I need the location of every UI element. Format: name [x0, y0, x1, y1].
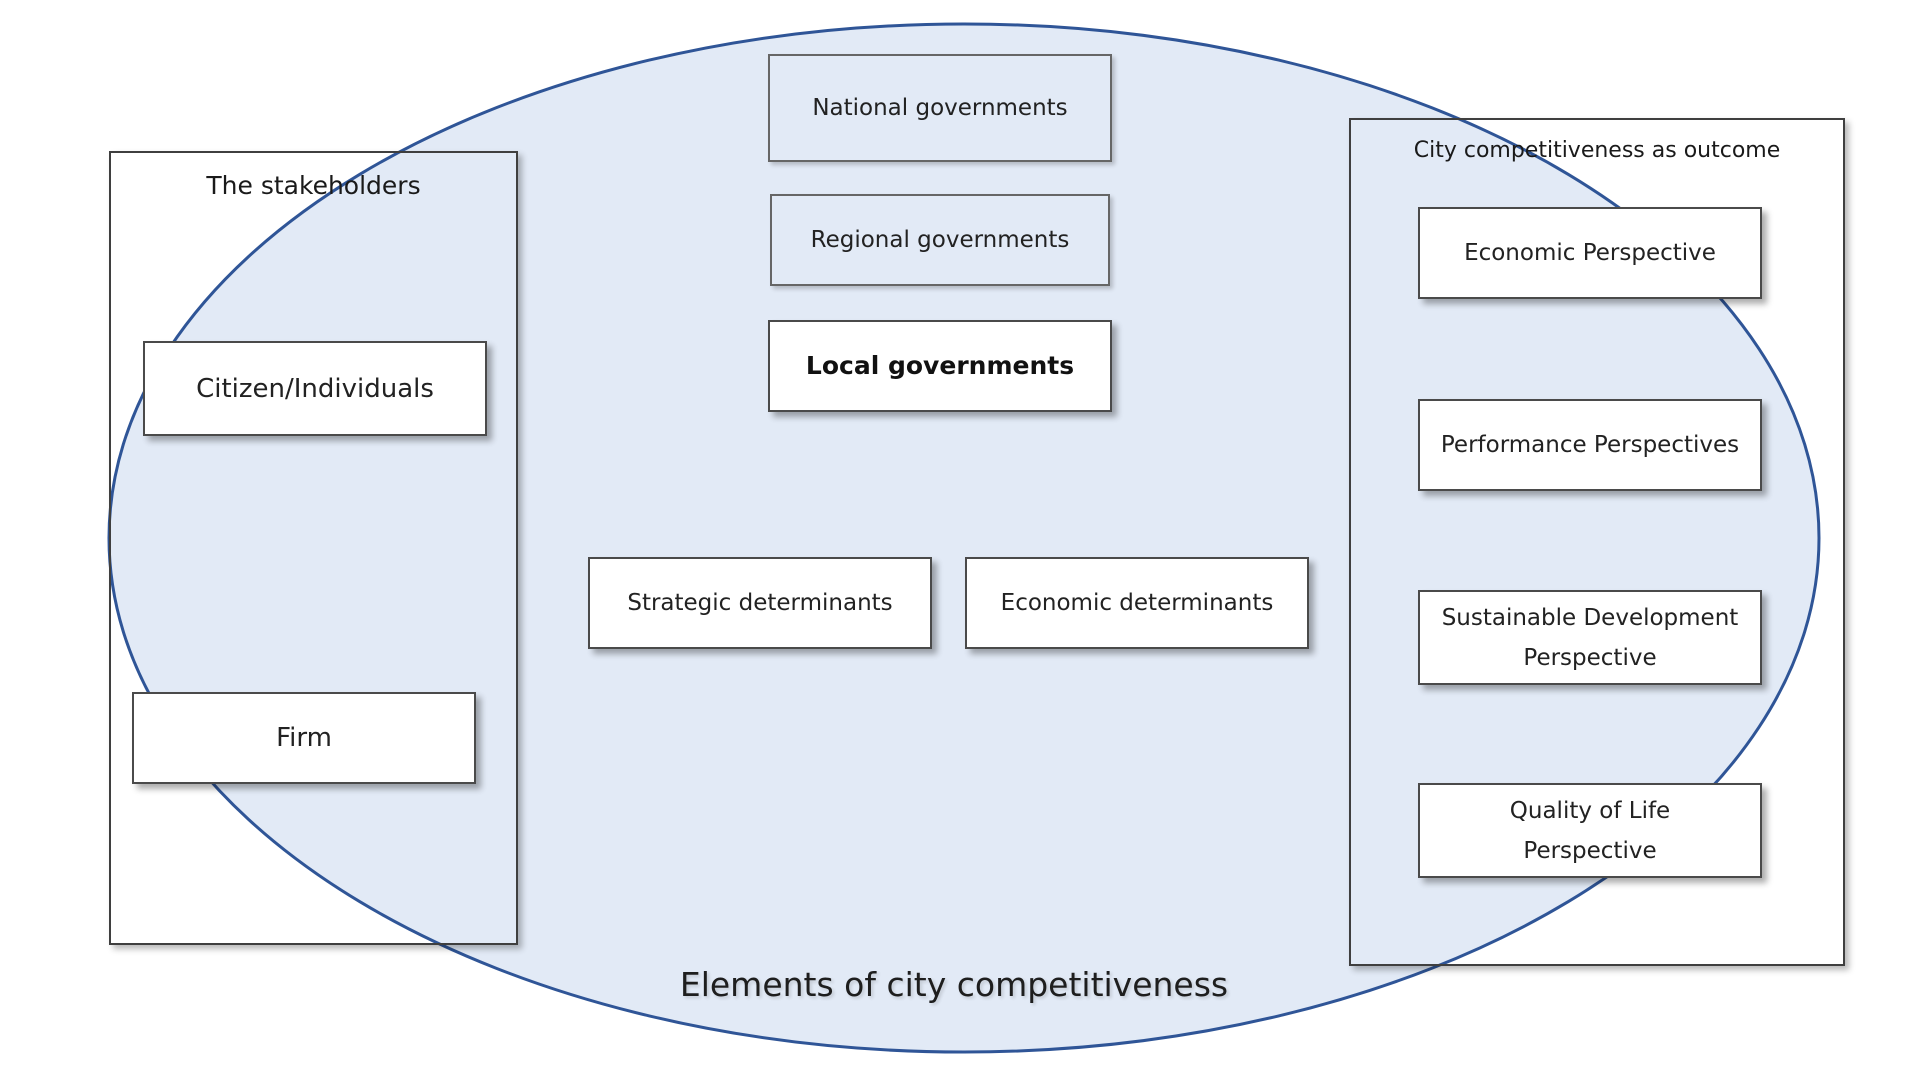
outcome-economic-box: Economic Perspective	[1418, 207, 1762, 299]
outcome-title: City competitiveness as outcome	[1413, 138, 1781, 163]
strategic-determinants-box: Strategic determinants	[588, 557, 932, 649]
outcome-performance-box: Performance Perspectives	[1418, 399, 1762, 491]
regional-governments-box: Regional governments	[770, 194, 1110, 286]
diagram-caption: Elements of city competitiveness	[679, 965, 1229, 1004]
stakeholders-title: The stakeholders	[206, 171, 421, 200]
outcome-performance-label: Performance Perspectives	[1440, 432, 1740, 458]
outcome-quality-line2: Perspective	[1523, 837, 1657, 864]
outcome-sustainable-line2: Perspective	[1523, 644, 1657, 671]
outcome-sustainable-box: Sustainable Development Perspective	[1418, 590, 1762, 685]
outcome-sustainable-line1: Sustainable Development	[1441, 604, 1739, 631]
outcome-quality-box: Quality of Life Perspective	[1418, 783, 1762, 878]
outcome-quality-line1: Quality of Life	[1509, 797, 1671, 824]
stakeholders-panel: The stakeholders	[109, 151, 518, 945]
outcome-panel: City competitiveness as outcome	[1349, 118, 1845, 966]
economic-determinants-box: Economic determinants	[965, 557, 1309, 649]
local-governments-box: Local governments	[768, 320, 1112, 412]
outcome-economic-label: Economic Perspective	[1464, 240, 1716, 266]
stakeholder-citizen-box: Citizen/Individuals	[143, 341, 487, 436]
national-governments-box: National governments	[768, 54, 1112, 162]
stakeholder-firm-box: Firm	[132, 692, 476, 784]
